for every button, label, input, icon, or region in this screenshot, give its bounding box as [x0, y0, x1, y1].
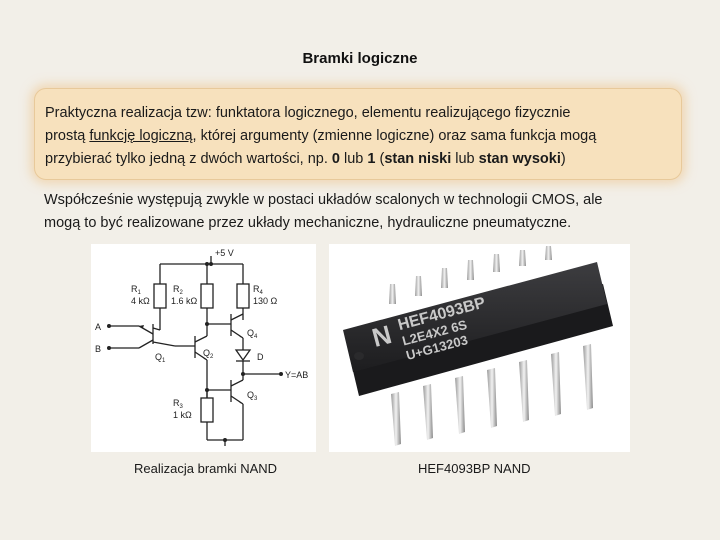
definition-line-1: Praktyczna realizacja tzw: funktatora lo…	[45, 105, 571, 121]
description-line-2: mogą to być realizowane przez układy mec…	[44, 215, 572, 231]
description-paragraph: Współcześnie występują zwykle w postaci …	[44, 189, 704, 235]
r2-label: R2	[173, 284, 184, 296]
front-pins	[391, 344, 593, 446]
nand-circuit-diagram: +5 V R1 4 kΩ R2 1.6 kΩ R4 130 Ω R3 1 kΩ …	[91, 244, 316, 452]
page-title: Bramki logiczne	[302, 50, 418, 67]
definition-box: Praktyczna realizacja tzw: funktatora lo…	[34, 88, 682, 180]
hef4093bp-chip-image: N HEF4093BP L2E4X2 6S U+G13203	[329, 244, 630, 452]
q4-label: Q4	[247, 328, 258, 340]
r4-label: R4	[253, 284, 264, 296]
r3-value: 1 kΩ	[173, 410, 192, 420]
definition-line-2: prostą funkcję logiczną, której argument…	[45, 128, 597, 144]
r3-label: R3	[173, 398, 184, 410]
logic-function-link[interactable]: funkcję logiczną	[89, 128, 193, 144]
back-pins	[389, 246, 552, 304]
pin1-notch	[354, 352, 364, 360]
definition-line-3: przybierać tylko jedną z dwóch wartości,…	[45, 151, 566, 167]
input-a-label: A	[95, 322, 101, 332]
r2-value: 1.6 kΩ	[171, 296, 198, 306]
circuit-caption: Realizacja bramki NAND	[134, 461, 278, 476]
q2-label: Q2	[203, 348, 214, 360]
circuit-svg: +5 V R1 4 kΩ R2 1.6 kΩ R4 130 Ω R3 1 kΩ …	[95, 248, 308, 446]
q3-label: Q3	[247, 390, 258, 402]
output-label: Y=AB	[285, 370, 308, 380]
chip-body-top	[343, 262, 607, 372]
chip-svg: N HEF4093BP L2E4X2 6S U+G13203	[343, 246, 613, 446]
input-b-label: B	[95, 344, 101, 354]
description-line-1: Współcześnie występują zwykle w postaci …	[44, 192, 603, 208]
r1-label: R1	[131, 284, 142, 296]
diode-label: D	[257, 352, 264, 362]
chip-caption: HEF4093BP NAND	[418, 461, 531, 476]
q1-label: Q1	[155, 352, 166, 364]
r1-value: 4 kΩ	[131, 296, 150, 306]
supply-label: +5 V	[215, 248, 234, 258]
r4-value: 130 Ω	[253, 296, 278, 306]
